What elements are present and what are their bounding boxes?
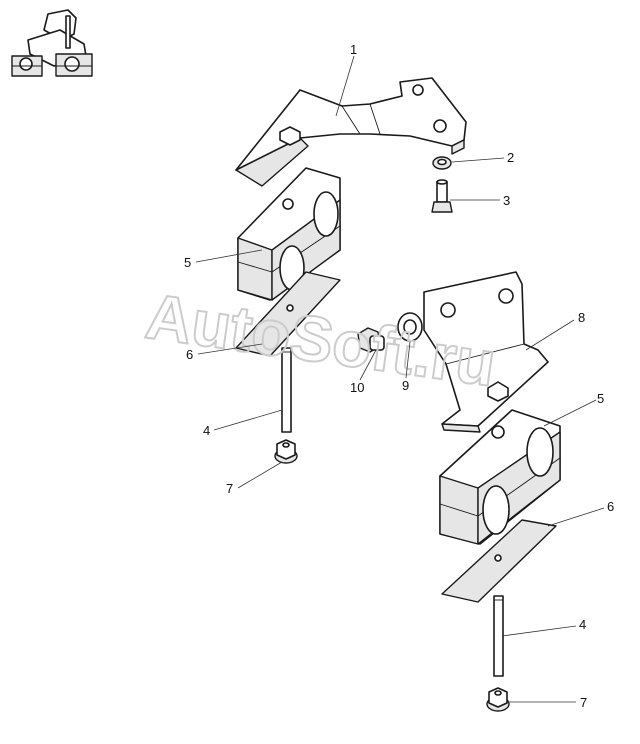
callout-5-lower: 5 [597,391,604,406]
washer-large [397,312,423,342]
callout-10: 10 [350,380,364,395]
washer-small [432,156,452,170]
upper-bracket-plate [235,77,467,187]
callout-2: 2 [507,150,514,165]
callout-6-upper: 6 [186,347,193,362]
callout-9: 9 [402,378,409,393]
callout-5-upper: 5 [184,255,191,270]
bolt-short [431,179,453,213]
hex-bolt [357,327,385,353]
strip-plate-upper [235,271,341,357]
callout-labels: 1 2 3 5 6 4 7 10 9 8 5 6 4 7 [184,42,614,710]
leader-lines [195,55,605,703]
callout-7-upper: 7 [226,481,233,496]
lower-bracket-plate [423,271,549,433]
callout-4-upper: 4 [203,423,210,438]
flange-nut-upper [274,439,298,464]
callout-6-lower: 6 [607,499,614,514]
stud-lower [493,595,504,677]
stud-upper [281,347,292,433]
flange-nut-lower [486,687,510,712]
callout-4-lower: 4 [579,617,586,632]
callout-1: 1 [350,42,357,57]
callout-3: 3 [503,193,510,208]
clamp-block-lower [439,409,561,545]
strip-plate-lower [441,519,557,603]
clamp-block-upper [237,167,341,301]
callout-8: 8 [578,310,585,325]
callout-7-lower: 7 [580,695,587,710]
assembly-thumbnail-icon [11,9,93,77]
